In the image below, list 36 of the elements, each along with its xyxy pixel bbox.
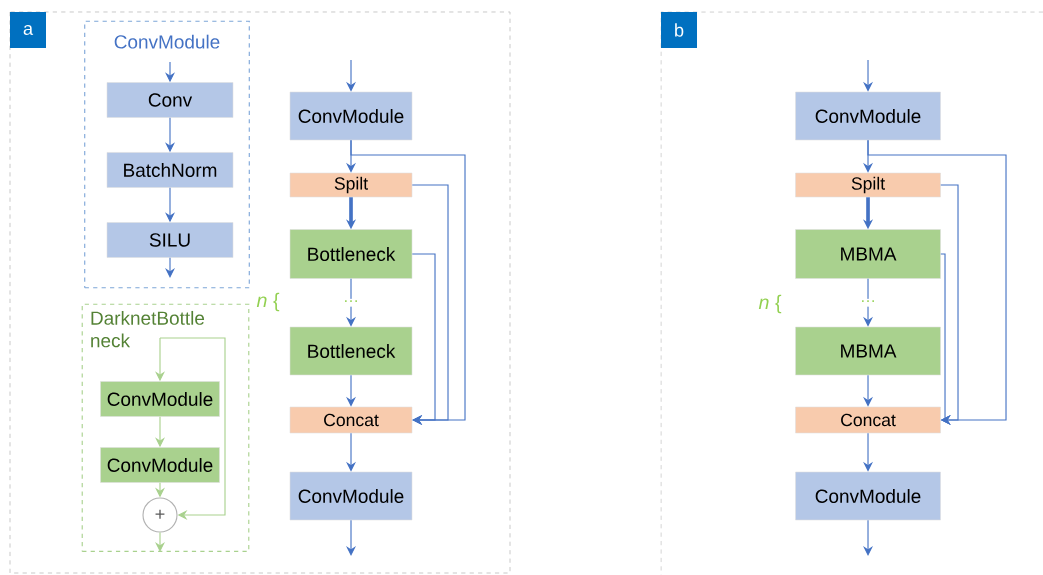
process-box: SILU: [106, 222, 234, 258]
repeat-label: n {: [758, 294, 782, 314]
arrow: [346, 519, 356, 556]
arrow: [346, 278, 356, 327]
process-box: Concat: [289, 406, 413, 434]
edge-label: ···: [858, 298, 878, 307]
process-box: Spilt: [795, 172, 941, 198]
panel-badge: b: [661, 12, 697, 48]
process-box: Bottleneck: [289, 229, 413, 279]
process-box: Bottleneck: [289, 326, 413, 376]
arrow: [165, 257, 175, 278]
arrow: [411, 253, 436, 425]
arrow: [863, 432, 873, 472]
panel-badge: a: [10, 12, 46, 48]
process-box: ConvModule: [100, 447, 220, 483]
arrow: [346, 374, 356, 407]
process-box: MBMA: [795, 326, 941, 376]
process-box: BatchNorm: [106, 152, 234, 188]
process-box: ConvModule: [289, 471, 413, 521]
process-box: MBMA: [795, 229, 941, 279]
arrow: [863, 374, 873, 407]
arrow: [863, 519, 873, 556]
process-box: Spilt: [289, 172, 413, 198]
repeat-label: n {: [256, 292, 280, 312]
process-box: ConvModule: [100, 381, 220, 417]
arrow: [159, 337, 226, 520]
arrow: [155, 532, 165, 552]
process-box: Conv: [106, 82, 234, 118]
edge-label: ···: [341, 298, 361, 307]
process-box: ConvModule: [289, 91, 413, 141]
process-box: ConvModule: [795, 91, 941, 141]
arrow: [346, 432, 356, 472]
process-box: ConvModule: [795, 471, 941, 521]
arrow: [940, 253, 951, 425]
arrow: [863, 278, 873, 327]
process-box: Concat: [795, 406, 941, 434]
